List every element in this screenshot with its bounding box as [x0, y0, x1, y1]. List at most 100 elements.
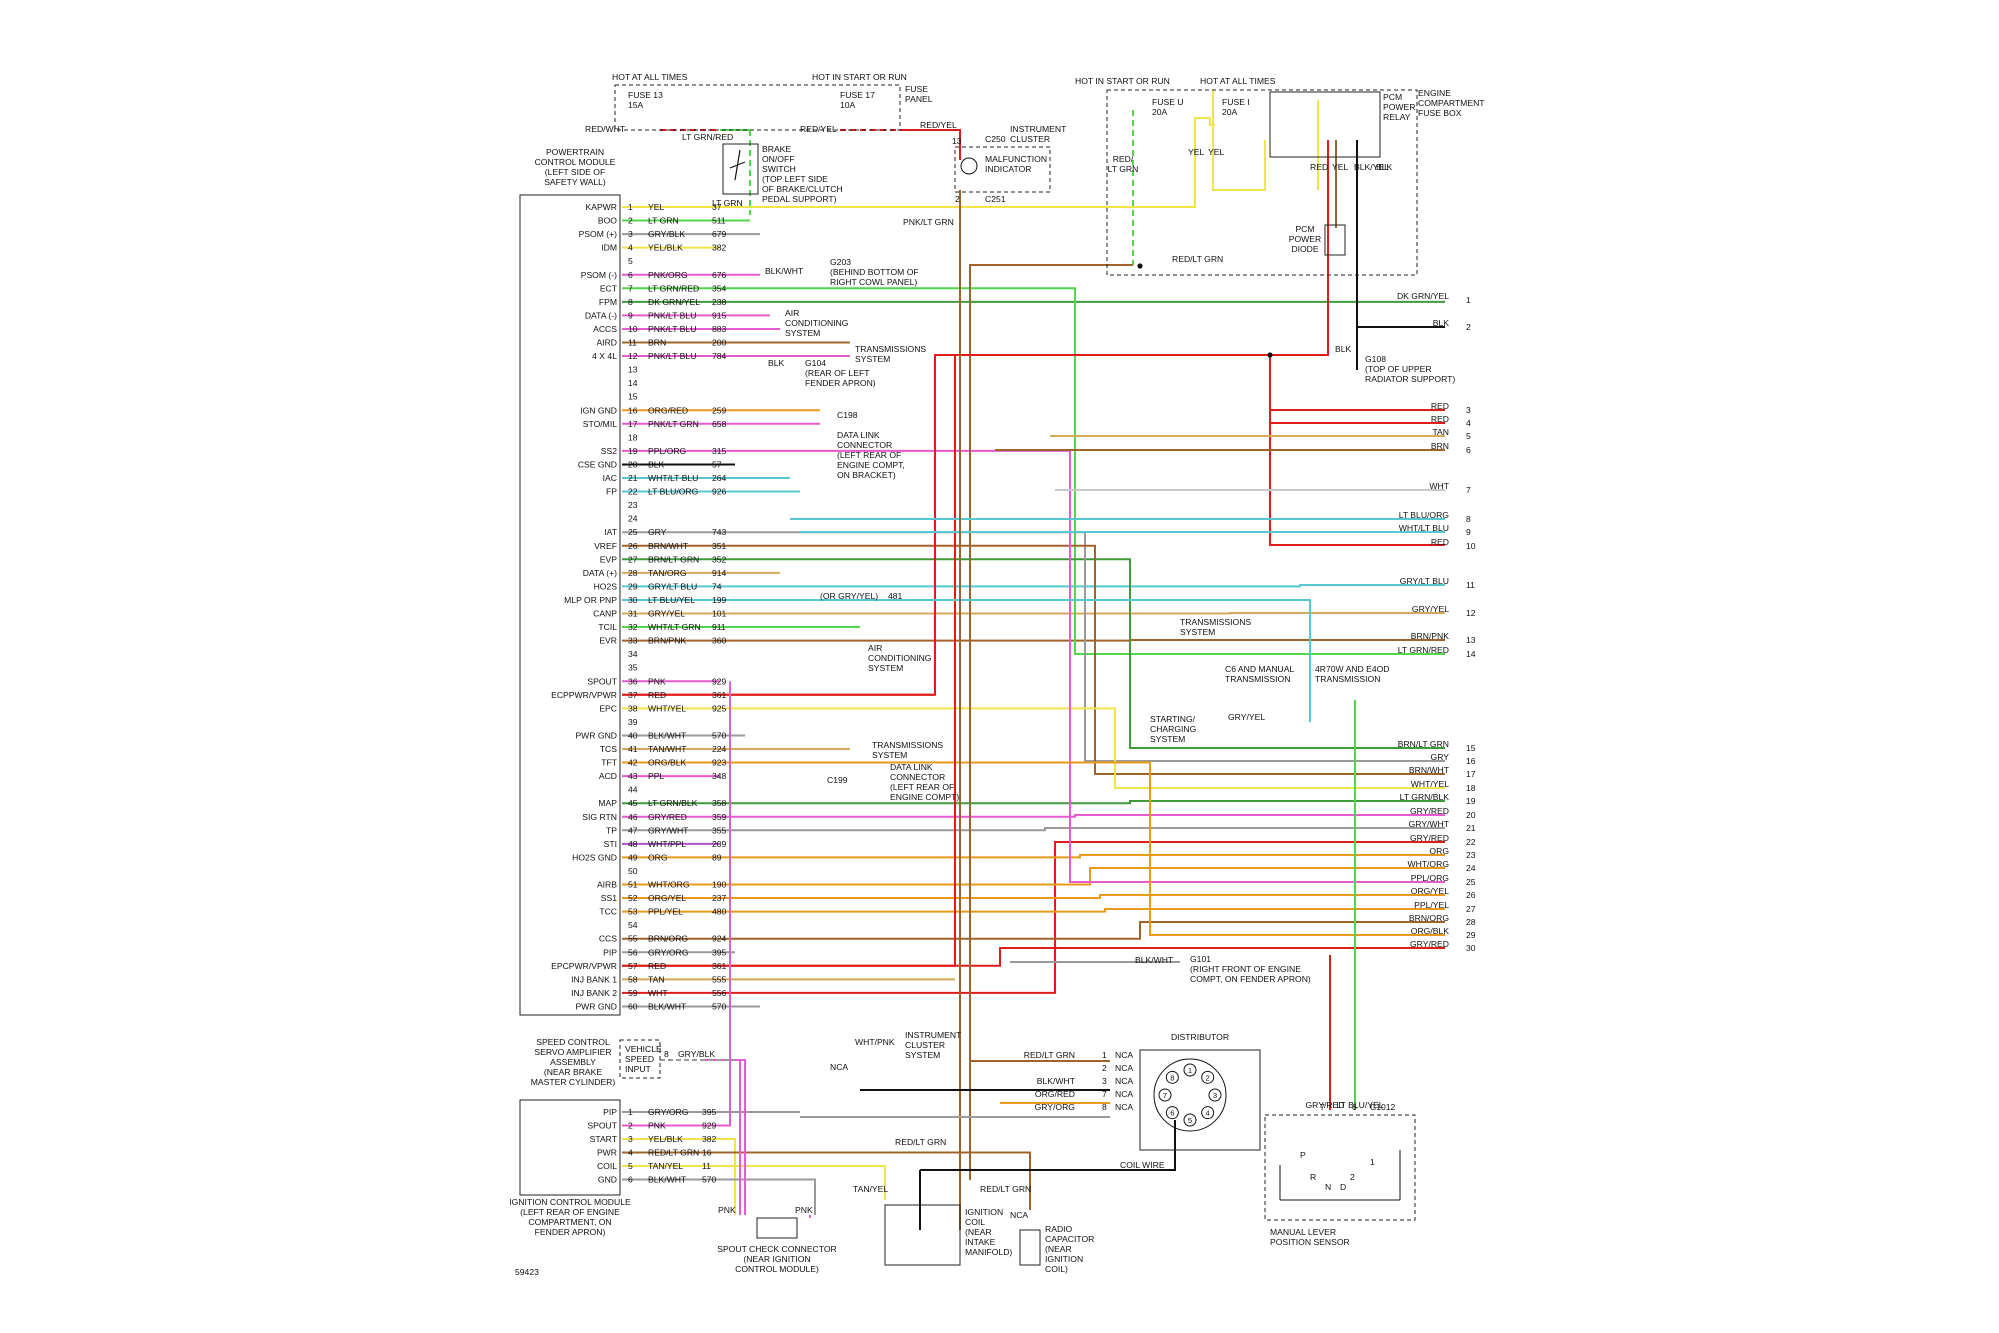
pcm-pin-wire: WHT/LT GRN [648, 622, 701, 632]
pcm-pin-name: DATA (-) [585, 310, 617, 320]
wire-pin-27 [622, 558, 1445, 749]
4r70w-label-line: TRANSMISSION [1315, 674, 1380, 684]
pcm-pin-number: 32 [628, 622, 638, 632]
pcm-pin-name: INJ BANK 2 [571, 988, 617, 998]
pcm-pin-number: 51 [628, 880, 638, 890]
coil-wire-label: COIL WIRE [1120, 1160, 1165, 1170]
pcm-pin-number: 45 [628, 798, 638, 808]
icm-pin-name: SPOUT [587, 1121, 617, 1131]
pcm-pin-number: 16 [628, 405, 638, 415]
pin-label: 2 [955, 194, 960, 204]
icm-pin-name: PWR [597, 1148, 617, 1158]
pcm-title-line: SAFETY WALL) [544, 177, 606, 187]
c6-label-line: C6 AND MANUAL [1225, 664, 1294, 674]
pcm-pin-number: 24 [628, 514, 638, 524]
terminal-wire-label: RED [1431, 401, 1449, 411]
wire-label: (OR GRY/YEL) [820, 591, 878, 601]
pcm-pin-circuit: 351 [712, 541, 727, 551]
g108-label-line: RADIATOR SUPPORT) [1365, 374, 1455, 384]
pcm-pin-number: 13 [628, 365, 638, 375]
wire-pin-25 [622, 531, 1445, 762]
wire-pin-47 [622, 827, 1445, 832]
nca-label: NCA [830, 1062, 848, 1072]
pcm-pin-name: MAP [598, 798, 617, 808]
pcm-box [519, 194, 621, 1016]
pcm-pin-wire: PNK/ORG [648, 270, 688, 280]
c199-label: C199 [827, 775, 848, 785]
speed-control-label-line: (NEAR BRAKE [544, 1067, 603, 1077]
icm-pin-name: COIL [597, 1161, 617, 1171]
wire-label: YEL [1332, 162, 1348, 172]
starting-label-line: CHARGING [1150, 724, 1197, 734]
ic-system-label-line: CLUSTER [905, 1040, 945, 1050]
switch-icon [729, 149, 746, 181]
terminal-wire-label: BRN/LT GRN [1398, 739, 1449, 749]
pcm-pin-wire: YEL/BLK [648, 243, 683, 253]
pcm-pin-number: 50 [628, 866, 638, 876]
wires-layer [622, 90, 1445, 1230]
pcm-pin-name: AIRB [597, 880, 617, 890]
dlc-1-label-line: CONNECTOR [837, 440, 892, 450]
pcm-pin-name: HO2S [594, 581, 618, 591]
pcm-pin-circuit: 37 [712, 202, 722, 212]
pcm-pin-wire: ORG/YEL [648, 893, 686, 903]
pcm-pin-name: STO/MIL [583, 419, 617, 429]
distributor-pin-nca: NCA [1115, 1102, 1133, 1112]
icm-pin-circuit: 11 [702, 1161, 711, 1171]
terminal-wire-label: WHT [1429, 481, 1449, 491]
terminal-number: 3 [1466, 405, 1471, 415]
pcm-pin-name: IGN GND [580, 405, 617, 415]
pcm-pin-number: 9 [628, 310, 633, 320]
pcm-pin-name: MLP OR PNP [564, 595, 617, 605]
terminal-number: 21 [1466, 823, 1476, 833]
dlc-2-label-line: ENGINE COMPT) [890, 792, 959, 802]
terminal-wire-label: ORG/YEL [1411, 886, 1449, 896]
wire-label: PNK [718, 1205, 736, 1215]
radio-capacitor-label-line: CAPACITOR [1045, 1234, 1094, 1244]
connector-label: C251 [985, 194, 1006, 204]
pcm-relay-label-line: PCM [1383, 92, 1402, 102]
pcm-pin-wire: WHT [648, 988, 668, 998]
engine-fuse-box-label-line: COMPARTMENT [1418, 98, 1485, 108]
terminal-number: 16 [1466, 756, 1476, 766]
dlc-1-label-line: (LEFT REAR OF [837, 450, 901, 460]
pcm-pin-circuit: 359 [712, 812, 727, 822]
pcm-pin-name: DATA (+) [583, 568, 617, 578]
icm-pin-circuit: 929 [702, 1121, 717, 1131]
pcm-pin-wire: BLK/WHT [648, 1001, 687, 1011]
fuse-panel [614, 84, 901, 131]
pcm-pin-name: SIG RTN [582, 812, 617, 822]
mlps-box [1264, 1114, 1416, 1221]
pcm-pin-circuit: 224 [712, 744, 727, 754]
distributor-terminal-number: 3 [1213, 1091, 1217, 1100]
pin-label: 8 [664, 1049, 669, 1059]
pcm-pin-circuit: 570 [712, 730, 727, 740]
terminal-wire-label: PPL/YEL [1414, 900, 1449, 910]
pcm-pin-number: 25 [628, 527, 638, 537]
terminal-number: 24 [1466, 863, 1476, 873]
pcm-pin-number: 39 [628, 717, 638, 727]
brake-switch-box [722, 143, 759, 195]
pcm-pin-number: 20 [628, 459, 638, 469]
pcm-relay-label-line: POWER [1383, 102, 1415, 112]
pcm-pin-wire: ORG/BLK [648, 758, 686, 768]
distributor-pin-nca: NCA [1115, 1050, 1133, 1060]
terminal-number: 10 [1466, 541, 1476, 551]
icm-pin-number: 5 [628, 1161, 633, 1171]
pcm-pin-circuit: 911 [712, 622, 726, 632]
ignition-coil-label-line: (NEAR [965, 1227, 992, 1237]
connector-label: C250 [985, 134, 1006, 144]
brake-switch-label-line: PEDAL SUPPORT) [762, 194, 837, 204]
terminal-wire-label: GRY/WHT [1409, 819, 1450, 829]
terminal-number: 18 [1466, 783, 1476, 793]
pcm-pin-number: 11 [628, 338, 637, 348]
ic-label-line: INSTRUMENT [1010, 124, 1067, 134]
fuse-17-label-line: 10A [840, 100, 856, 110]
terminal-wire-label: RED [1431, 537, 1449, 547]
mlps-pos: P [1300, 1150, 1306, 1160]
pcm-pin-wire: GRY/RED [648, 812, 687, 822]
pcm-pin-wire: GRY/YEL [648, 609, 685, 619]
distributor-pin-number: 3 [1102, 1076, 1107, 1086]
pcm-pin-number: 36 [628, 676, 638, 686]
